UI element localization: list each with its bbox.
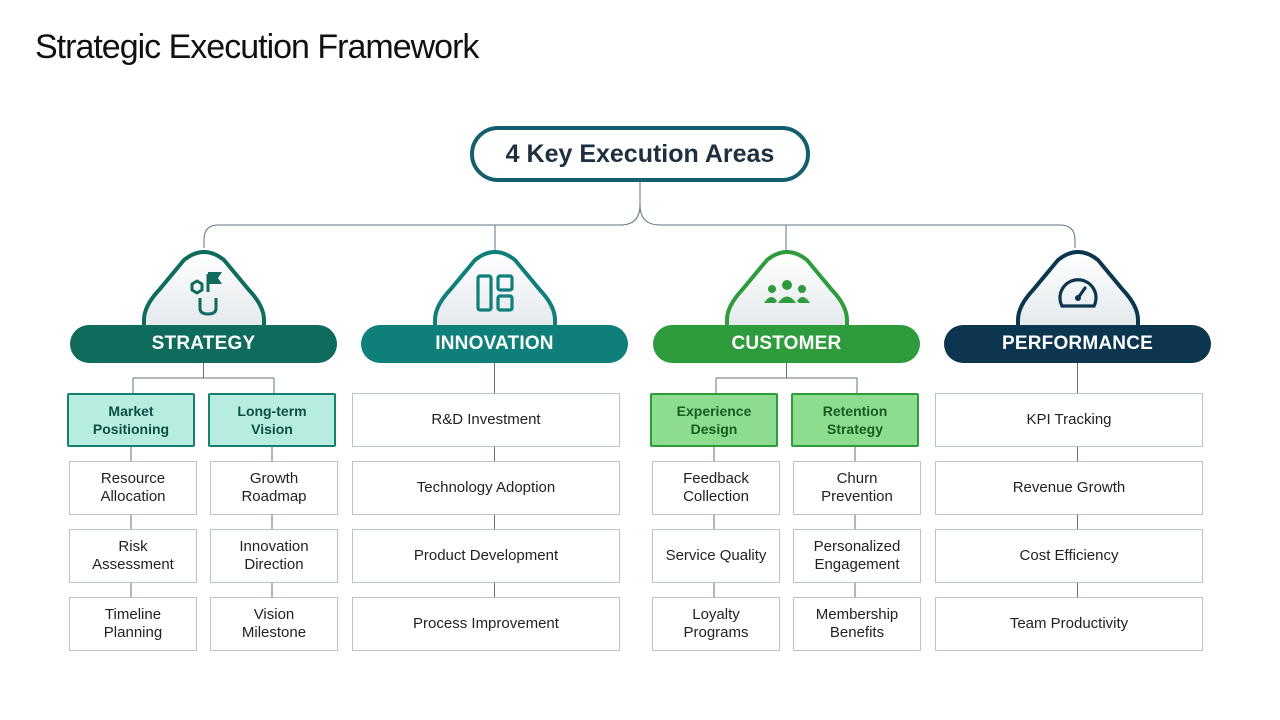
list-item: Revenue Growth	[935, 461, 1203, 515]
performance-pill: PERFORMANCE	[944, 325, 1211, 363]
center-node: 4 Key Execution Areas	[470, 126, 810, 182]
list-item: Service Quality	[652, 529, 780, 583]
page-title: Strategic Execution Framework	[35, 28, 479, 66]
list-item: Process Improvement	[352, 597, 620, 651]
list-item: KPI Tracking	[935, 393, 1203, 447]
performance-dome	[1013, 250, 1143, 330]
innovation-pill: INNOVATION	[361, 325, 628, 363]
speedometer-icon	[1057, 278, 1098, 308]
customer-dome	[722, 250, 852, 330]
strategy-dome	[139, 250, 269, 330]
flag-chess-icon	[190, 272, 222, 316]
list-item: Cost Efficiency	[935, 529, 1203, 583]
strategy-pill: STRATEGY	[70, 325, 337, 363]
list-item: R&D Investment	[352, 393, 620, 447]
users-icon	[763, 280, 810, 303]
customer-pill: CUSTOMER	[653, 325, 920, 363]
list-item: Product Development	[352, 529, 620, 583]
layout-grid-icon	[475, 274, 514, 312]
list-item: Technology Adoption	[352, 461, 620, 515]
connector-left	[203, 204, 641, 248]
innovation-dome	[430, 250, 560, 330]
list-item: Team Productivity	[935, 597, 1203, 651]
connector-right	[639, 182, 1076, 248]
